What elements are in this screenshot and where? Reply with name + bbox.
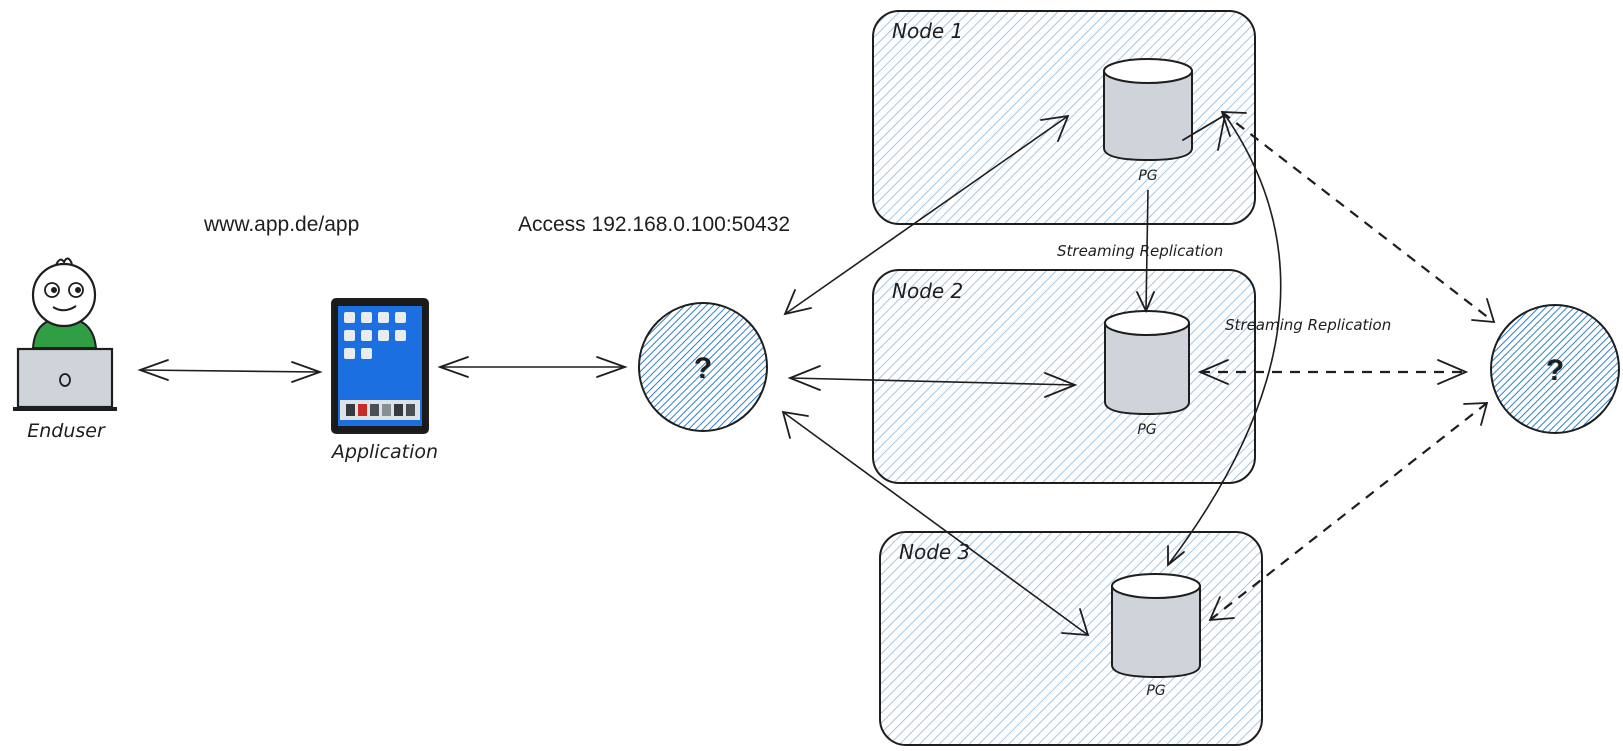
- link-right-vip-node1: [1220, 111, 1496, 324]
- link-vip-node2: [787, 365, 1078, 398]
- link-vip-node1: [783, 114, 1070, 316]
- enduser-label: Enduser: [27, 420, 106, 442]
- right-vip-label: ?: [1546, 354, 1564, 387]
- right-vip-circle: [1490, 304, 1620, 434]
- pg-database-3-icon: [1111, 573, 1201, 679]
- pg-database-2-icon: [1104, 310, 1190, 416]
- node-2-db-label: PG: [1137, 422, 1156, 438]
- application: Application: [330, 298, 438, 463]
- laptop-icon: [13, 347, 117, 411]
- replication-label-1: Streaming Replication: [1057, 242, 1223, 260]
- node-2: Node 2 PG: [872, 269, 1256, 484]
- node-3-title: Node 3: [899, 540, 970, 564]
- tablet-icon: [331, 298, 429, 434]
- left-vip-label: ?: [694, 352, 712, 385]
- left-vip: ?: [638, 302, 768, 432]
- pg-database-1-icon: [1103, 58, 1193, 162]
- link-vip-node3: [781, 410, 1090, 636]
- replication-label-2: Streaming Replication: [1225, 316, 1391, 334]
- link-app-vip: [437, 356, 628, 378]
- node-1-title: Node 1: [892, 19, 963, 43]
- replication-arrow-node1-node2: [1136, 189, 1155, 314]
- link-right-vip-node3: [1208, 402, 1489, 622]
- node-3: Node 3 PG: [879, 531, 1263, 746]
- person-icon: [31, 257, 98, 349]
- right-vip: ?: [1490, 304, 1620, 434]
- left-vip-circle: [638, 302, 768, 432]
- node-2-title: Node 2: [892, 279, 963, 303]
- enduser: Enduser: [13, 257, 117, 442]
- link-right-vip-node2: [1197, 359, 1469, 385]
- node-3-db-label: PG: [1146, 683, 1165, 699]
- access-label: Access 192.168.0.100:50432: [518, 213, 790, 236]
- application-label: Application: [330, 441, 438, 463]
- link-enduser-app: [137, 359, 323, 383]
- node-1-db-label: PG: [1138, 168, 1157, 184]
- url-label: www.app.de/app: [203, 213, 359, 236]
